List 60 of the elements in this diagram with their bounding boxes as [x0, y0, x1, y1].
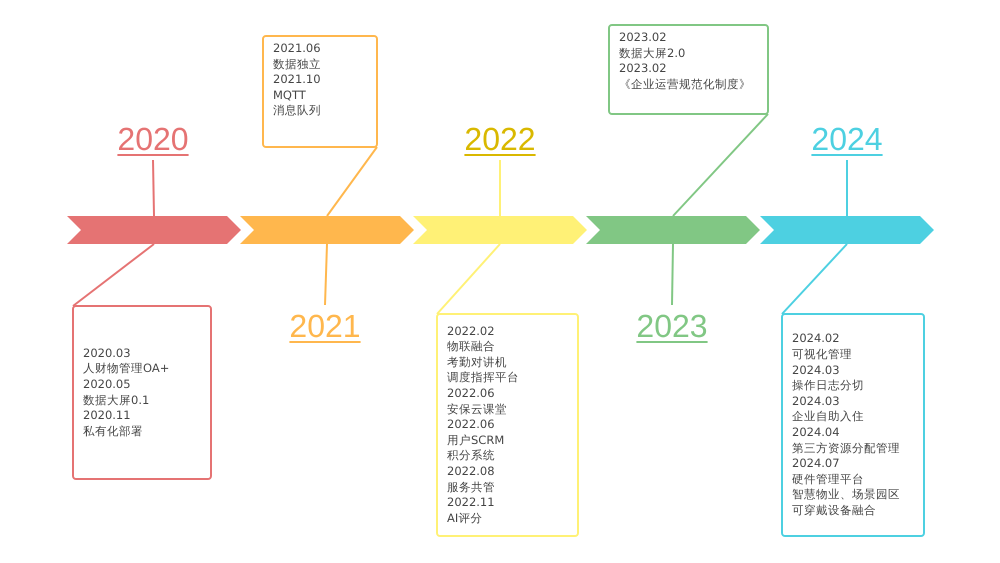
milestone-entry: 数据独立: [273, 56, 322, 72]
milestone-entry: 可视化管理: [792, 347, 853, 363]
connector-line: [324, 244, 328, 306]
milestone-entry: 《企业运营规范化制度》: [619, 76, 752, 92]
milestone-entry: 2020.05: [83, 376, 132, 392]
milestone-entry: 物联融合: [447, 339, 496, 355]
connector-line: [152, 160, 155, 216]
milestone-entry: 2022.08: [447, 464, 496, 480]
milestone-box: [608, 24, 769, 115]
milestone-entry: 2023.02: [619, 61, 668, 77]
milestone-entry: 2020.03: [83, 346, 132, 362]
year-label: 2023: [636, 308, 708, 344]
milestone-entry: 第三方资源分配管理: [792, 440, 901, 456]
milestone-entry: 积分系统: [447, 448, 496, 464]
leader-line: [326, 146, 378, 217]
year-label: 2024: [811, 120, 883, 158]
milestone-entry: 人财物管理OA+: [83, 361, 170, 377]
leader-line: [781, 243, 848, 315]
milestone-entry: 2022.11: [447, 495, 496, 511]
milestone-box: [781, 313, 925, 537]
milestone-entry: 2021.10: [273, 72, 322, 88]
year-label: 2021: [289, 308, 361, 344]
milestone-entry: 智慧物业、场景园区: [792, 487, 901, 503]
milestone-entry: 服务共管: [447, 480, 496, 496]
connector-line: [499, 160, 501, 216]
milestone-entry: 调度指挥平台: [447, 370, 520, 386]
milestone-entry: 2021.06: [273, 41, 322, 57]
milestone-entry: 2024.02: [792, 331, 841, 348]
milestone-entry: 企业自助入住: [792, 409, 865, 425]
milestone-entry: 2022.06: [447, 386, 496, 402]
leader-line: [436, 243, 501, 315]
year-label: 2020: [117, 120, 189, 158]
milestone-entry: 2024.04: [792, 425, 841, 441]
milestone-entry: 2023.02: [619, 30, 668, 46]
leader-line: [72, 243, 155, 307]
milestone-entry: 消息队列: [273, 103, 322, 119]
milestone-entry: 2024.03: [792, 362, 841, 378]
milestone-box: [436, 313, 579, 537]
year-label: 2022: [464, 120, 536, 158]
milestone-entry: 数据大屏2.0: [619, 46, 686, 62]
milestone-entry: 硬件管理平台: [792, 472, 865, 488]
milestone-entry: MQTT: [273, 88, 307, 104]
milestone-entry: 考勤对讲机: [447, 354, 508, 370]
milestone-entry: 2024.07: [792, 456, 841, 472]
milestone-box: [72, 305, 212, 480]
milestone-entry: 2022.06: [447, 417, 496, 433]
milestone-entry: 2020.11: [83, 408, 132, 424]
milestone-entry: 用户SCRM: [447, 432, 506, 448]
milestone-entry: 2024.03: [792, 394, 841, 410]
milestone-box: [262, 35, 378, 148]
milestone-entry: 操作日志分切: [792, 378, 865, 394]
leader-line: [672, 113, 769, 217]
milestone-entry: 可穿戴设备融合: [792, 502, 877, 519]
milestone-entry: AI评分: [447, 510, 484, 526]
milestone-entry: 2022.02: [447, 324, 496, 340]
milestone-entry: 私有化部署: [83, 424, 144, 440]
milestone-entry: 安保云课堂: [447, 402, 508, 418]
milestone-entry: 数据大屏0.1: [83, 392, 150, 408]
connector-line: [846, 160, 848, 216]
connector-line: [671, 244, 674, 306]
